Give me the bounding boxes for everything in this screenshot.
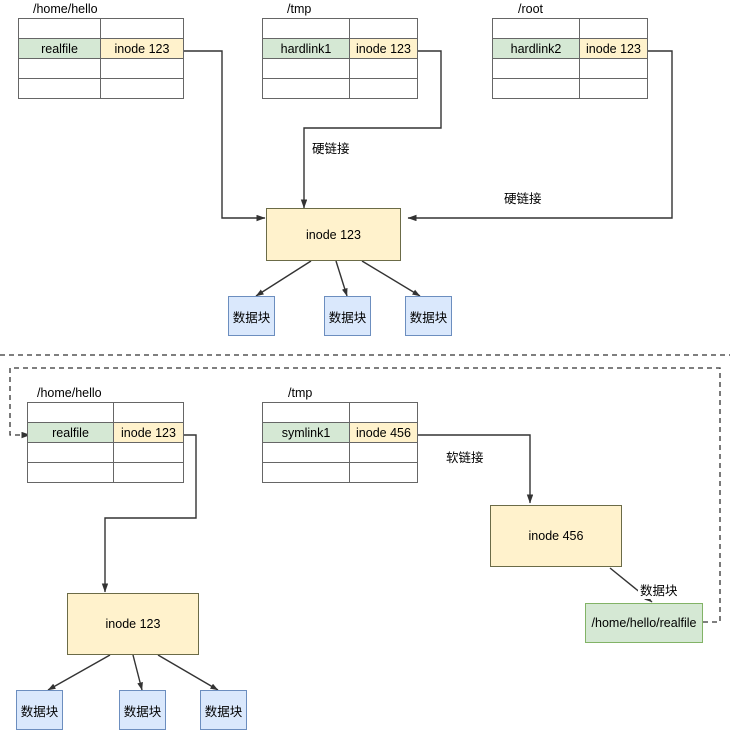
edge-inode-to-block-2: [335, 260, 348, 297]
edge-home-to-inode: [181, 50, 266, 222]
edge-inode-to-block-3: [361, 260, 421, 297]
empty-cell: [113, 462, 184, 483]
edge-label-datablock-symlink: 数据块: [638, 580, 680, 599]
table-row: [262, 58, 418, 79]
edge-inode-bottom-to-block-3: [157, 654, 219, 691]
dir-table-tmp-bottom[interactable]: symlink1 inode 456: [262, 402, 418, 483]
filename-cell: realfile: [27, 422, 114, 443]
table-row: realfile inode 123: [27, 422, 184, 443]
dir-label-home-hello-bottom: /home/hello: [37, 386, 102, 400]
table-row: symlink1 inode 456: [262, 422, 418, 443]
inode-cell: inode 456: [349, 422, 418, 443]
empty-cell: [262, 58, 350, 79]
empty-cell: [492, 58, 580, 79]
empty-cell: [113, 442, 184, 463]
edge-symlink-to-inode456: [415, 434, 534, 504]
empty-cell: [492, 78, 580, 99]
table-row: [27, 462, 184, 483]
inode-box-456[interactable]: inode 456: [490, 505, 622, 567]
empty-cell: [349, 58, 418, 79]
dir-table-home-hello-top[interactable]: realfile inode 123: [18, 18, 184, 99]
table-row: [262, 442, 418, 463]
data-block-box[interactable]: 数据块: [200, 690, 247, 730]
empty-cell: [262, 402, 350, 423]
dir-table-root-top[interactable]: hardlink2 inode 123: [492, 18, 648, 99]
table-row: [492, 18, 648, 39]
table-row: [27, 402, 184, 423]
table-row: [18, 58, 184, 79]
empty-cell: [27, 462, 114, 483]
empty-cell: [100, 18, 184, 39]
empty-cell: [27, 402, 114, 423]
filename-cell: realfile: [18, 38, 101, 59]
edge-inode-to-block-1: [255, 260, 312, 297]
empty-cell: [349, 78, 418, 99]
filename-cell: hardlink2: [492, 38, 580, 59]
empty-cell: [18, 18, 101, 39]
table-row: [18, 78, 184, 99]
inode-box-123-top[interactable]: inode 123: [266, 208, 401, 261]
empty-cell: [579, 78, 648, 99]
table-row: [492, 78, 648, 99]
empty-cell: [262, 18, 350, 39]
table-row: hardlink2 inode 123: [492, 38, 648, 59]
data-block-box[interactable]: 数据块: [228, 296, 275, 336]
empty-cell: [492, 18, 580, 39]
empty-cell: [579, 58, 648, 79]
dir-table-tmp-top[interactable]: hardlink1 inode 123: [262, 18, 418, 99]
table-row: [27, 442, 184, 463]
table-row: [18, 18, 184, 39]
table-row: [262, 402, 418, 423]
table-row: realfile inode 123: [18, 38, 184, 59]
data-block-box[interactable]: 数据块: [324, 296, 371, 336]
empty-cell: [18, 58, 101, 79]
edge-label-softlink: 软链接: [444, 447, 486, 466]
dir-label-home-hello-top: /home/hello: [33, 2, 98, 16]
empty-cell: [262, 442, 350, 463]
empty-cell: [113, 402, 184, 423]
table-row: [492, 58, 648, 79]
data-block-box[interactable]: 数据块: [405, 296, 452, 336]
edge-inode-bottom-to-block-1: [47, 654, 111, 691]
dir-label-tmp-bottom: /tmp: [288, 386, 313, 400]
inode-cell: inode 123: [113, 422, 184, 443]
empty-cell: [579, 18, 648, 39]
filename-cell: symlink1: [262, 422, 350, 443]
edge-label-hardlink-right: 硬链接: [502, 188, 544, 207]
symlink-target-path-box[interactable]: /home/hello/realfile: [585, 603, 703, 643]
empty-cell: [262, 78, 350, 99]
inode-cell: inode 123: [579, 38, 648, 59]
table-row: [262, 18, 418, 39]
empty-cell: [349, 18, 418, 39]
data-block-box[interactable]: 数据块: [16, 690, 63, 730]
inode-cell: inode 123: [349, 38, 418, 59]
table-row: [262, 78, 418, 99]
empty-cell: [100, 58, 184, 79]
empty-cell: [349, 462, 418, 483]
edge-inode-bottom-to-block-2: [132, 654, 143, 691]
filename-cell: hardlink1: [262, 38, 350, 59]
empty-cell: [349, 442, 418, 463]
dir-table-home-hello-bottom[interactable]: realfile inode 123: [27, 402, 184, 483]
empty-cell: [27, 442, 114, 463]
empty-cell: [349, 402, 418, 423]
data-block-box[interactable]: 数据块: [119, 690, 166, 730]
empty-cell: [100, 78, 184, 99]
empty-cell: [262, 462, 350, 483]
table-row: [262, 462, 418, 483]
empty-cell: [18, 78, 101, 99]
inode-cell: inode 123: [100, 38, 184, 59]
table-row: hardlink1 inode 123: [262, 38, 418, 59]
dir-label-root-top: /root: [518, 2, 544, 16]
dir-label-tmp-top: /tmp: [287, 2, 312, 16]
inode-box-123-bottom[interactable]: inode 123: [67, 593, 199, 655]
edge-label-hardlink-middle: 硬链接: [310, 138, 352, 157]
